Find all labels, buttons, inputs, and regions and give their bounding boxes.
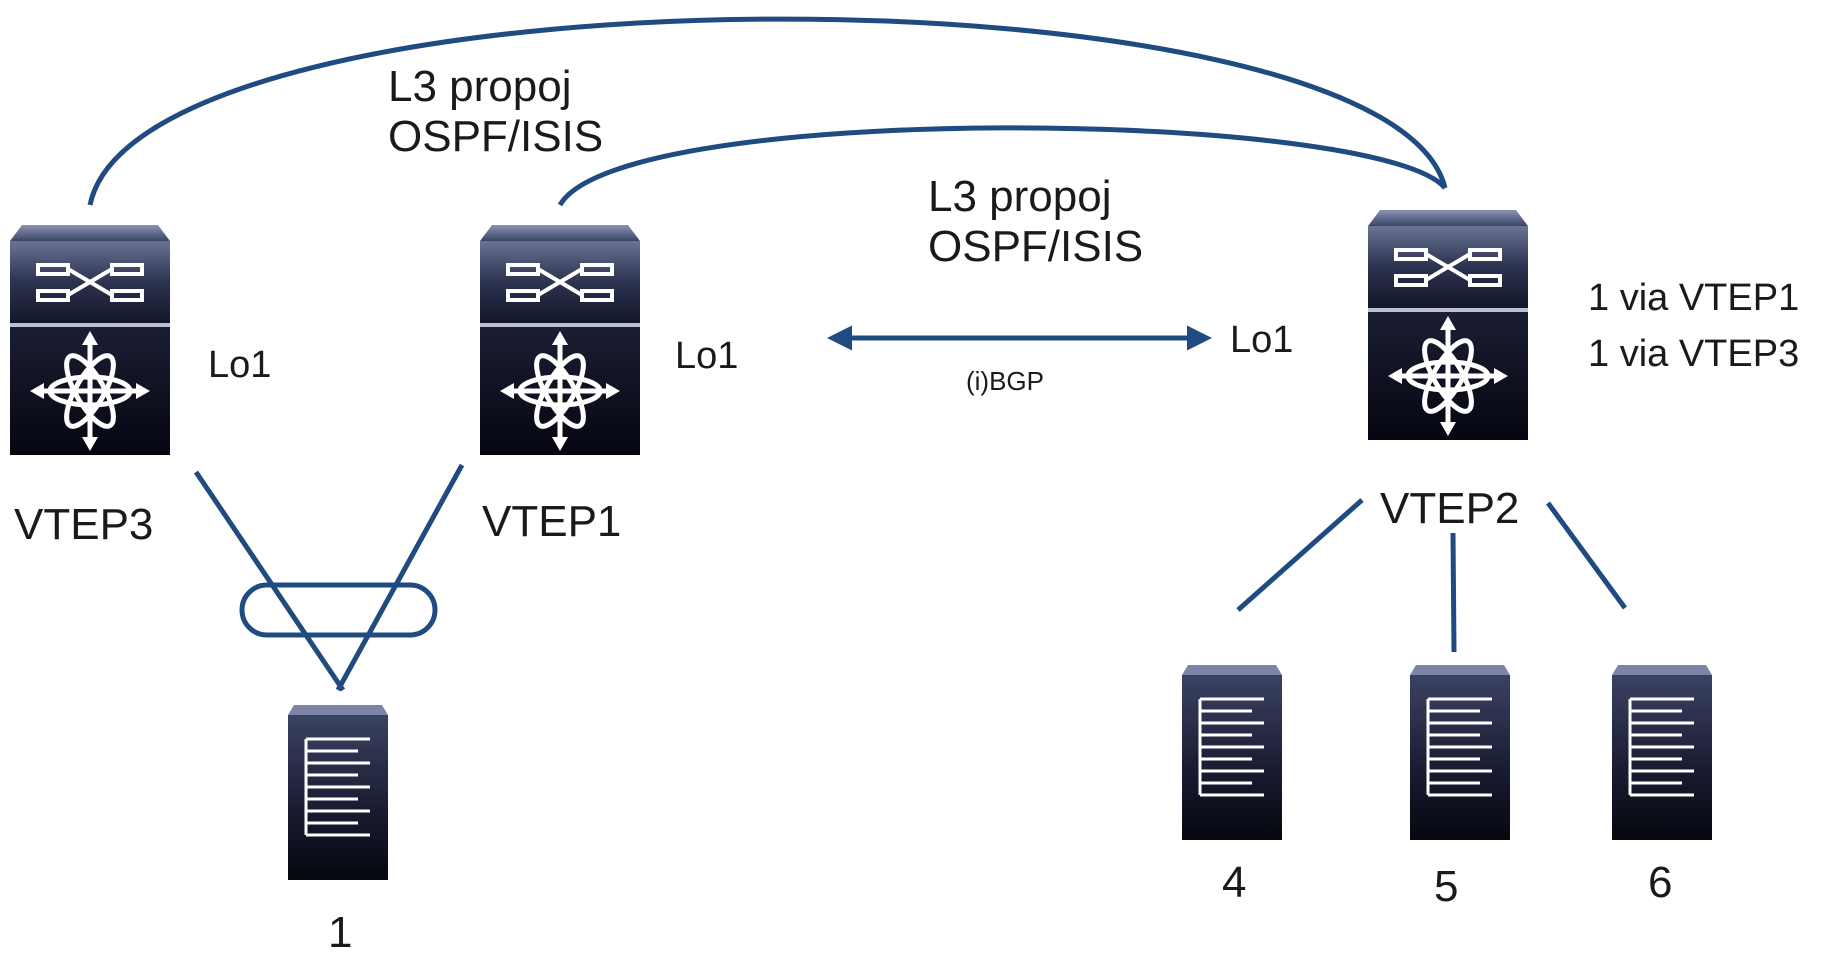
link-vtep2-host5: [1450, 532, 1457, 653]
bgp-label: (i)BGP: [966, 366, 1044, 396]
switch-vtep1-icon: [480, 225, 640, 455]
server-1-icon: [286, 703, 390, 882]
link-vtep2-host4: [1236, 498, 1364, 612]
switch-vtep2-icon: [1368, 210, 1528, 440]
vtep3-name-label: VTEP3: [14, 500, 154, 549]
l3-link-inner-label-line1: L3 propoj: [928, 172, 1112, 221]
server-6-icon: [1610, 663, 1714, 842]
vtep1-loopback-label: Lo1: [675, 335, 739, 377]
link-vtep1-host1: [335, 463, 465, 692]
switch-vtep3-icon: [10, 225, 170, 455]
server-4-icon: [1180, 663, 1284, 842]
l3-link-inner-label-line2: OSPF/ISIS: [928, 222, 1144, 271]
vtep2-name-label: VTEP2: [1380, 484, 1520, 533]
host-4-label: 4: [1222, 858, 1247, 907]
l3-link-outer-label: L3 propoj OSPF/ISIS: [388, 62, 603, 162]
host-1-label: 1: [328, 908, 353, 957]
l3-link-outer: [87, 16, 1448, 206]
vtep2-loopback-label: Lo1: [1230, 319, 1294, 361]
l3-link-inner-label: L3 propoj OSPF/ISIS: [928, 172, 1143, 272]
server-5-icon: [1408, 663, 1512, 842]
l3-link-outer-label-line1: L3 propoj: [388, 62, 572, 111]
route-item: 1 via VTEP3: [1588, 333, 1800, 375]
route-item: 1 via VTEP1: [1588, 277, 1800, 319]
l3-link-inner: [557, 125, 1447, 207]
port-channel-ellipse: [239, 582, 438, 638]
l3-link-outer-label-line2: OSPF/ISIS: [388, 112, 604, 161]
host-6-label: 6: [1648, 858, 1673, 907]
link-vtep2-host6: [1545, 501, 1628, 610]
vtep1-name-label: VTEP1: [482, 497, 622, 546]
host-5-label: 5: [1434, 862, 1459, 911]
link-vtep3-host1: [193, 470, 346, 692]
vtep3-loopback-label: Lo1: [208, 344, 272, 386]
route-list: 1 via VTEP1 1 via VTEP3: [1588, 270, 1799, 382]
